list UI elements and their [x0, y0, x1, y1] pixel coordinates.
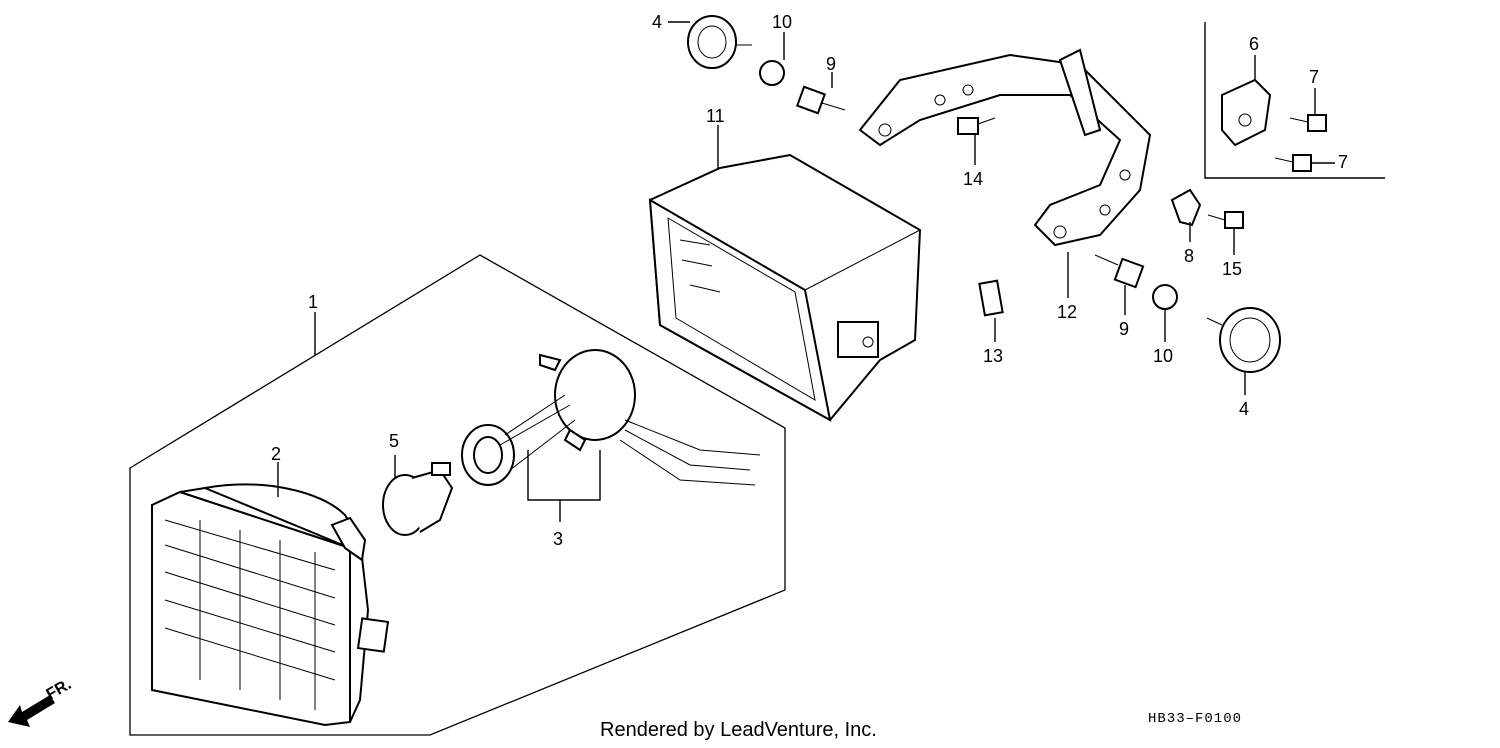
callout-9-top: 9: [826, 54, 836, 74]
reflector-bottom[interactable]: [1206, 307, 1281, 373]
callout-14: 14: [963, 169, 983, 189]
label-sticker-13[interactable]: [978, 279, 1004, 317]
detail-box: [1204, 22, 1385, 179]
callout-7-top: 7: [1309, 67, 1319, 87]
bolt-15[interactable]: [1207, 211, 1244, 229]
callout-4-top: 4: [652, 12, 662, 32]
reflector-top[interactable]: [687, 15, 752, 69]
callout-2: 2: [271, 444, 281, 464]
callout-9-bottom: 9: [1119, 319, 1129, 339]
headlight-assembly-outline: [129, 254, 786, 736]
collar-top[interactable]: [795, 85, 846, 115]
washer-top[interactable]: [759, 60, 785, 86]
callout-5: 5: [389, 431, 399, 451]
adjuster-part-6[interactable]: [1221, 78, 1272, 147]
callout-12: 12: [1057, 302, 1077, 322]
screw-7a[interactable]: [1289, 114, 1327, 132]
callout-1: 1: [308, 292, 318, 312]
headlight-bulb[interactable]: [382, 462, 454, 536]
callout-13: 13: [983, 346, 1003, 366]
washer-bottom[interactable]: [1152, 284, 1178, 310]
callout-11: 11: [706, 106, 725, 126]
callout-7-bottom: 7: [1338, 152, 1348, 172]
headlight-bracket[interactable]: [858, 48, 1152, 247]
diagram-code: HB33–F0100: [1148, 711, 1242, 727]
callout-4-bottom: 4: [1239, 399, 1249, 419]
callout-8: 8: [1184, 246, 1194, 266]
screw-7b[interactable]: [1274, 154, 1312, 172]
headlight-case[interactable]: [648, 153, 922, 422]
bulb-socket-harness[interactable]: [461, 349, 761, 486]
collar-bottom[interactable]: [1094, 254, 1145, 289]
bolt-14[interactable]: [957, 117, 996, 135]
callout-6: 6: [1249, 34, 1259, 54]
callout-10-bottom: 10: [1153, 346, 1173, 366]
clip-8[interactable]: [1170, 188, 1202, 227]
callout-10-top: 10: [772, 12, 792, 32]
callout-15: 15: [1222, 259, 1242, 279]
headlight-unit[interactable]: [151, 483, 390, 727]
footer-credit: Rendered by LeadVenture, Inc.: [600, 719, 877, 741]
callout-3: 3: [553, 529, 563, 549]
front-direction-arrow: FR.: [8, 676, 74, 727]
